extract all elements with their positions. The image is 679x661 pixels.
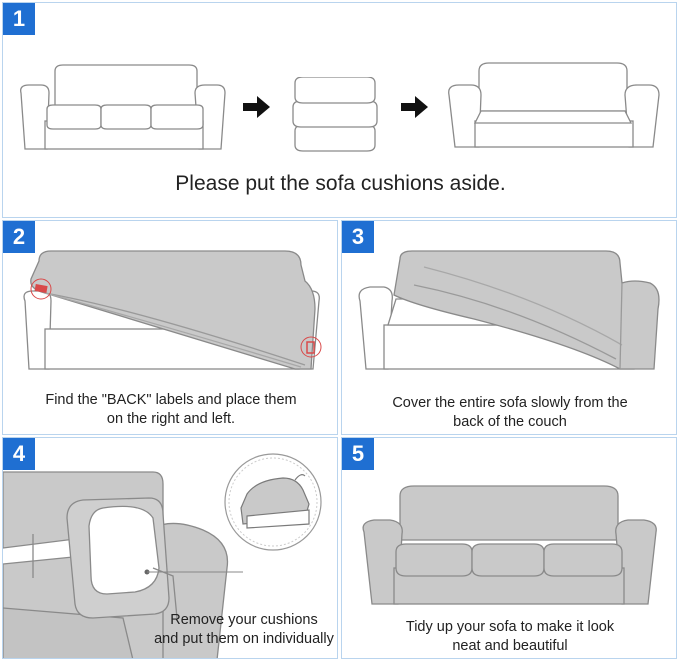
sofa-cushion-closeup-illustration xyxy=(3,471,243,658)
sofa-with-cushions-illustration xyxy=(20,64,226,150)
caption-line: Find the "BACK" labels and place them xyxy=(45,392,297,408)
caption-line: and put them on individually xyxy=(154,631,334,647)
sofa-without-cushions-illustration xyxy=(448,62,660,148)
step-1-badge: 1 xyxy=(3,3,35,35)
step-3-badge: 3 xyxy=(342,221,374,253)
sofa-cover-back-labels-illustration xyxy=(23,250,322,370)
back-label-icon xyxy=(30,278,52,300)
caption-line: back of the couch xyxy=(453,414,567,430)
stacked-cushions-illustration xyxy=(292,77,378,152)
step-2-caption: Find the "BACK" labels and place them on… xyxy=(3,391,337,429)
finished-sofa-illustration xyxy=(362,485,657,605)
caption-line: on the right and left. xyxy=(106,411,236,427)
step-4-panel: 4 Remove your cushions and put them on i… xyxy=(2,437,338,659)
caption-line: neat and beautiful xyxy=(452,638,568,654)
step-5-panel: 5 Tidy up your sofa to make it look neat… xyxy=(341,437,677,659)
back-label-icon xyxy=(300,336,322,358)
caption-line: Remove your cushions xyxy=(170,612,318,628)
step-1-panel: 1 P xyxy=(2,2,677,218)
step-2-badge: 2 xyxy=(3,221,35,253)
caption-line: Tidy up your sofa to make it look xyxy=(405,619,615,635)
step-4-badge: 4 xyxy=(3,438,35,470)
step-5-caption: Tidy up your sofa to make it look neat a… xyxy=(342,618,676,656)
zoom-callout-icon xyxy=(224,453,322,551)
step-1-caption: Please put the sofa cushions aside. xyxy=(3,171,676,197)
caption-line: Please put the sofa cushions aside. xyxy=(175,172,506,195)
step-2-panel: 2 Find the "BACK" labels and place them … xyxy=(2,220,338,435)
step-4-caption: Remove your cushions and put them on ind… xyxy=(99,611,337,649)
step-5-badge: 5 xyxy=(342,438,374,470)
right-arrow-icon xyxy=(243,96,270,118)
step-3-panel: 3 Cover the entire sofa slowly from the … xyxy=(341,220,677,435)
caption-line: Cover the entire sofa slowly from the xyxy=(392,395,628,411)
sofa-cover-from-back-illustration xyxy=(358,250,660,370)
right-arrow-icon xyxy=(401,96,428,118)
step-3-caption: Cover the entire sofa slowly from the ba… xyxy=(342,394,676,432)
